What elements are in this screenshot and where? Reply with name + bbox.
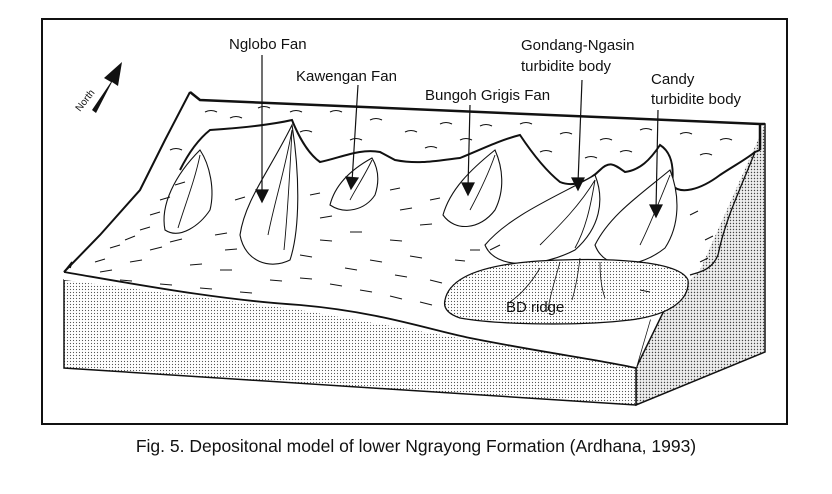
shelf-break [179, 118, 756, 192]
shelf-top-edge [189, 91, 765, 126]
basin-flow-marks [94, 181, 714, 306]
north-arrow-icon [92, 62, 122, 113]
label-pointers [255, 55, 663, 219]
fan-lobes [163, 123, 678, 265]
label-candy-line2: turbidite body [651, 91, 742, 108]
bd-ridge [443, 258, 689, 325]
right-slope [689, 151, 756, 276]
figure-caption: Fig. 5. Depositonal model of lower Ngray… [135, 436, 697, 456]
label-gondang-ngasin-line1: Gondang-Ngasin [521, 37, 634, 54]
figure-frame [41, 18, 788, 425]
fan-lobe-bungoh [442, 149, 503, 228]
shelf-edge-left [63, 91, 191, 273]
ridge-channels [509, 257, 606, 311]
label-bungoh-grigis-fan: Bungoh Grigis Fan [425, 87, 550, 104]
label-kawengan-fan: Kawengan Fan [296, 68, 397, 85]
fan-lobe-gondang [484, 174, 601, 265]
shelf-texture [169, 105, 733, 159]
label-bd-ridge: BD ridge [506, 299, 564, 316]
fan-channels [177, 129, 671, 251]
fan-lobe-west [163, 149, 213, 234]
label-candy-line1: Candy [651, 71, 695, 88]
basin-floor-edge [63, 271, 637, 369]
label-nglobo-fan: Nglobo Fan [229, 36, 307, 53]
label-gondang-ngasin-line2: turbidite body [521, 58, 612, 75]
